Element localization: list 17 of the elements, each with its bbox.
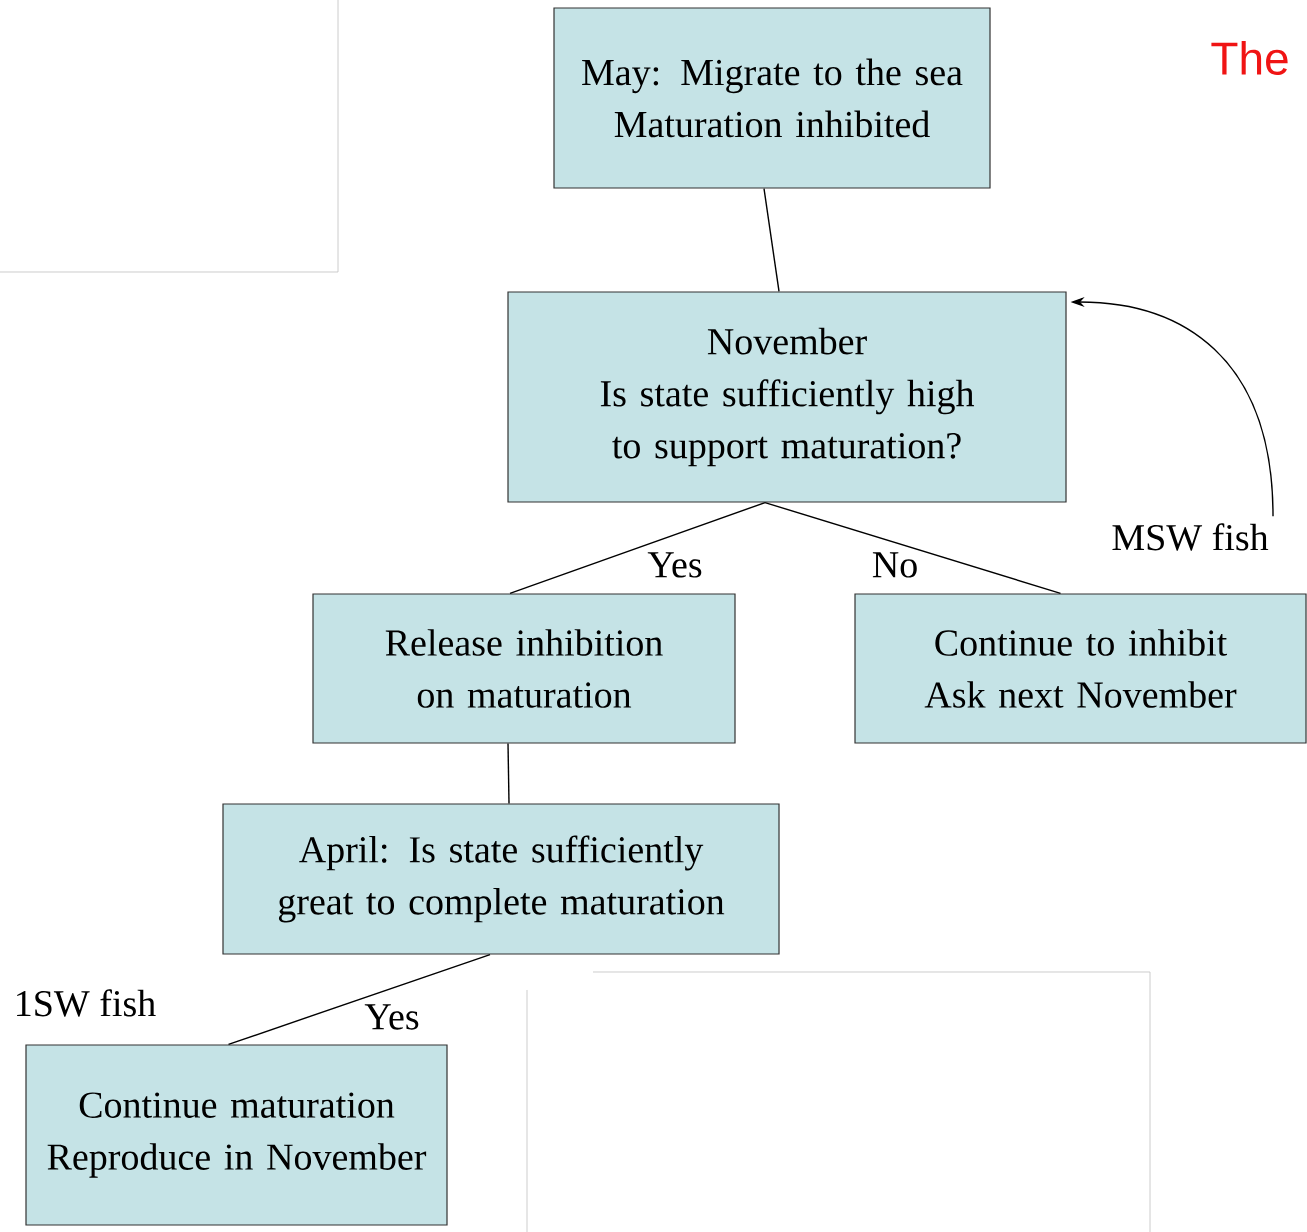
process-box: Continue to inhibit Ask next November [854,593,1307,744]
edge-label: Yes [646,551,704,579]
connector-line [764,501,1062,595]
process-box: November Is state sufficiently high to support maturation? [507,291,1067,503]
connector-line [227,953,491,1046]
connector-line [763,187,780,293]
partial-heading: The [1211,41,1288,75]
connector-line [507,742,510,805]
fish-label: MSW fish [1112,523,1269,551]
process-box: Release inhibition on maturation [312,593,736,744]
edge-label: Yes [363,1003,421,1031]
connector-line [509,501,766,595]
fish-label: 1SW fish [17,989,156,1017]
process-box: April: Is state sufficiently great to complete maturation [222,803,780,955]
process-box: Continue maturation Reproduce in November [25,1044,448,1226]
process-box: May: Migrate to the sea Maturation inhibited [553,7,991,189]
edge-label: No [870,551,920,579]
